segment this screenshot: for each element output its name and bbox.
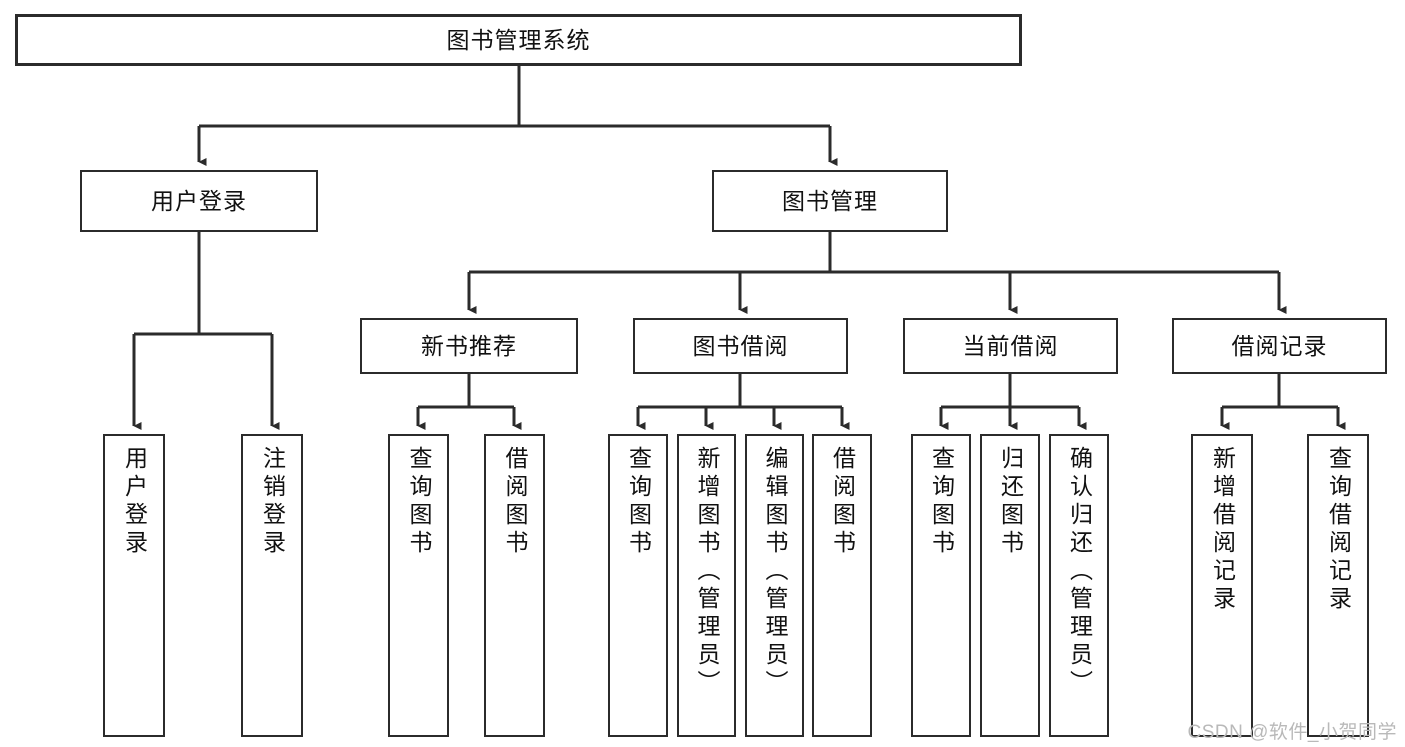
node-book-borrow[interactable]: 图书借阅 xyxy=(633,318,848,374)
node-label: 借阅图书 xyxy=(502,446,528,558)
leaf-book-borrow-edit-book-admin[interactable]: 编辑图书（管理员） xyxy=(745,434,804,737)
node-root-book-management-system[interactable]: 图书管理系统 xyxy=(15,14,1022,66)
node-label: 新书推荐 xyxy=(421,332,517,359)
leaf-current-borrow-query-book[interactable]: 查询图书 xyxy=(911,434,971,737)
node-user-login[interactable]: 用户登录 xyxy=(80,170,318,232)
node-label: 查询借阅记录 xyxy=(1325,446,1352,614)
leaf-current-borrow-return-book[interactable]: 归还图书 xyxy=(980,434,1040,737)
leaf-current-borrow-confirm-return-admin[interactable]: 确认归还（管理员） xyxy=(1049,434,1109,737)
node-label: 新增借阅记录 xyxy=(1209,446,1236,614)
node-label: 查询图书 xyxy=(625,446,652,558)
leaf-book-borrow-add-book-admin[interactable]: 新增图书（管理员） xyxy=(677,434,736,737)
leaf-book-borrow-borrow-book[interactable]: 借阅图书 xyxy=(812,434,872,737)
node-borrow-record[interactable]: 借阅记录 xyxy=(1172,318,1387,374)
node-label: 用户登录 xyxy=(121,446,148,558)
leaf-new-book-borrow-book[interactable]: 借阅图书 xyxy=(484,434,545,737)
leaf-new-book-query-book[interactable]: 查询图书 xyxy=(388,434,449,737)
node-label: 注销登录 xyxy=(259,446,286,558)
node-new-book-recommend[interactable]: 新书推荐 xyxy=(360,318,578,374)
node-label: 查询图书 xyxy=(406,446,432,558)
leaf-borrow-record-add-record[interactable]: 新增借阅记录 xyxy=(1191,434,1253,737)
leaf-user-login-login[interactable]: 用户登录 xyxy=(103,434,165,737)
node-label: 图书管理系统 xyxy=(446,26,591,53)
node-label: 编辑图书（管理员） xyxy=(762,446,788,698)
node-label: 确认归还（管理员） xyxy=(1066,446,1093,698)
node-label: 归还图书 xyxy=(997,446,1024,558)
node-book-management[interactable]: 图书管理 xyxy=(712,170,948,232)
node-label: 用户登录 xyxy=(151,187,247,214)
leaf-user-login-logout[interactable]: 注销登录 xyxy=(241,434,303,737)
node-label: 图书管理 xyxy=(782,187,878,214)
node-label: 新增图书（管理员） xyxy=(694,446,720,698)
node-label: 当前借阅 xyxy=(962,332,1059,359)
leaf-book-borrow-query-book[interactable]: 查询图书 xyxy=(608,434,668,737)
node-label: 图书借阅 xyxy=(692,332,789,359)
node-current-borrow[interactable]: 当前借阅 xyxy=(903,318,1118,374)
node-label: 查询图书 xyxy=(928,446,955,558)
watermark-text: CSDN @软件_小贺同学 xyxy=(1187,722,1397,743)
node-label: 借阅图书 xyxy=(829,446,856,558)
leaf-borrow-record-query-record[interactable]: 查询借阅记录 xyxy=(1307,434,1369,737)
node-label: 借阅记录 xyxy=(1231,332,1328,359)
